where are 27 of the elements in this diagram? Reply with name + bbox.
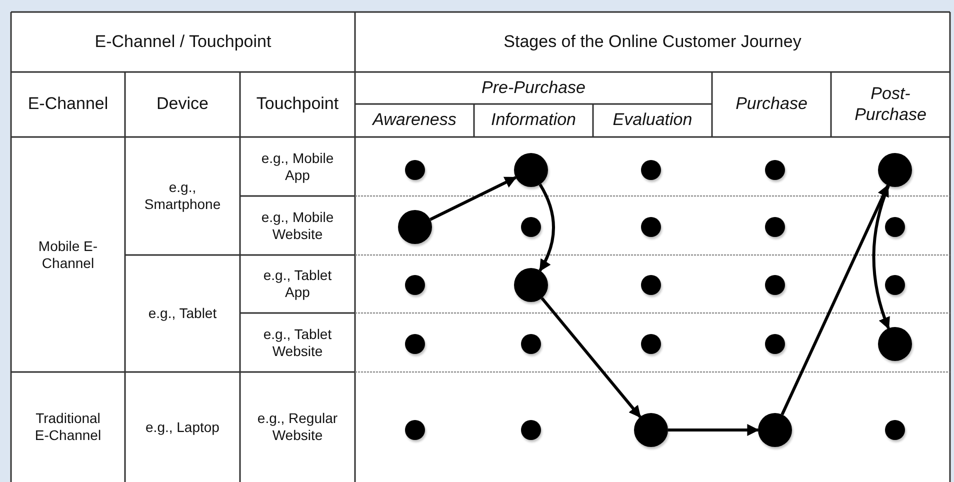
- stage-header: Pre-Purchase: [482, 78, 586, 98]
- stage-header: Post-Purchase: [854, 84, 928, 125]
- row-label: e.g., Regular Website: [256, 410, 339, 444]
- stage-header: Information: [490, 110, 576, 131]
- column-header: E-Channel: [28, 94, 108, 115]
- row-label: e.g., Mobile App: [260, 150, 335, 184]
- arrow: [538, 184, 555, 272]
- row-label: Mobile E-Channel: [37, 238, 99, 272]
- arrow: [540, 297, 642, 418]
- row-label: e.g., Tablet Website: [262, 326, 333, 360]
- row-label: e.g., Tablet: [148, 305, 217, 322]
- row-label: e.g., Smartphone: [143, 179, 222, 213]
- stage-header: Awareness: [372, 110, 456, 131]
- stage-header: Purchase: [736, 94, 808, 115]
- column-header: Device: [156, 94, 208, 115]
- column-header: Touchpoint: [256, 94, 339, 115]
- header-text: E-Channel / Touchpoint: [94, 32, 272, 52]
- header-text: Stages of the Online Customer Journey: [504, 32, 802, 52]
- row-label: Traditional E-Channel: [34, 410, 102, 444]
- row-label: e.g., Tablet App: [262, 267, 333, 301]
- arrow: [668, 424, 760, 436]
- row-label: e.g., Laptop: [146, 418, 220, 436]
- stage-header: Evaluation: [612, 110, 692, 131]
- arrow: [430, 176, 517, 221]
- row-label: e.g., Mobile Website: [260, 208, 335, 242]
- arrow: [780, 184, 890, 416]
- arrow: [872, 185, 890, 330]
